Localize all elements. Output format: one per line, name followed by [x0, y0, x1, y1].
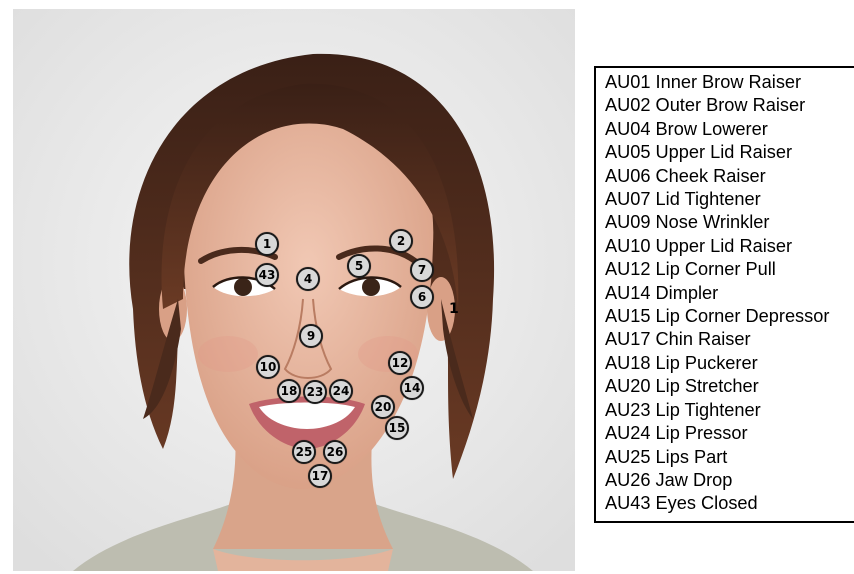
- au-marker-1: 1: [255, 232, 279, 256]
- legend-item-au24: AU24 Lip Pressor: [605, 422, 854, 445]
- legend-item-au04: AU04 Brow Lowerer: [605, 118, 854, 141]
- legend-item-au02: AU02 Outer Brow Raiser: [605, 94, 854, 117]
- au-marker-4: 4: [296, 267, 320, 291]
- face-photo: 1 2 43 4 5 7 6 9 10 12 18 23 24 14 20 15…: [13, 9, 575, 571]
- au-marker-24: 24: [329, 379, 353, 403]
- au-marker-2: 2: [389, 229, 413, 253]
- au-marker-10: 10: [256, 355, 280, 379]
- legend-item-au09: AU09 Nose Wrinkler: [605, 211, 854, 234]
- au-marker-12: 12: [388, 351, 412, 375]
- au-marker-25: 25: [292, 440, 316, 464]
- legend-item-au01: AU01 Inner Brow Raiser: [605, 71, 854, 94]
- legend-item-au23: AU23 Lip Tightener: [605, 399, 854, 422]
- legend-item-au05: AU05 Upper Lid Raiser: [605, 141, 854, 164]
- au-marker-9: 9: [299, 324, 323, 348]
- au-marker-15: 15: [385, 416, 409, 440]
- legend-item-au07: AU07 Lid Tightener: [605, 188, 854, 211]
- legend-item-au43: AU43 Eyes Closed: [605, 492, 854, 515]
- au-marker-17: 17: [308, 464, 332, 488]
- au-marker-14: 14: [400, 376, 424, 400]
- au-legend-list: AU01 Inner Brow Raiser AU02 Outer Brow R…: [596, 68, 854, 516]
- legend-item-au18: AU18 Lip Puckerer: [605, 352, 854, 375]
- legend-item-au25: AU25 Lips Part: [605, 446, 854, 469]
- au-legend: AU01 Inner Brow Raiser AU02 Outer Brow R…: [594, 66, 854, 523]
- au-marker-26: 26: [323, 440, 347, 464]
- legend-item-au26: AU26 Jaw Drop: [605, 469, 854, 492]
- legend-item-au17: AU17 Chin Raiser: [605, 328, 854, 351]
- au-marker-18: 18: [277, 379, 301, 403]
- legend-item-au15: AU15 Lip Corner Depressor: [605, 305, 854, 328]
- au-marker-7: 7: [410, 258, 434, 282]
- au-marker-43: 43: [255, 263, 279, 287]
- legend-item-au20: AU20 Lip Stretcher: [605, 375, 854, 398]
- legend-item-au14: AU14 Dimpler: [605, 282, 854, 305]
- legend-item-au12: AU12 Lip Corner Pull: [605, 258, 854, 281]
- au-marker-5: 5: [347, 254, 371, 278]
- legend-item-au10: AU10 Upper Lid Raiser: [605, 235, 854, 258]
- au-marker-20: 20: [371, 395, 395, 419]
- face-illustration: [13, 9, 575, 571]
- au-marker-6: 6: [410, 285, 434, 309]
- legend-item-au06: AU06 Cheek Raiser: [605, 165, 854, 188]
- stray-digit: 1: [449, 301, 459, 317]
- au-marker-23: 23: [303, 380, 327, 404]
